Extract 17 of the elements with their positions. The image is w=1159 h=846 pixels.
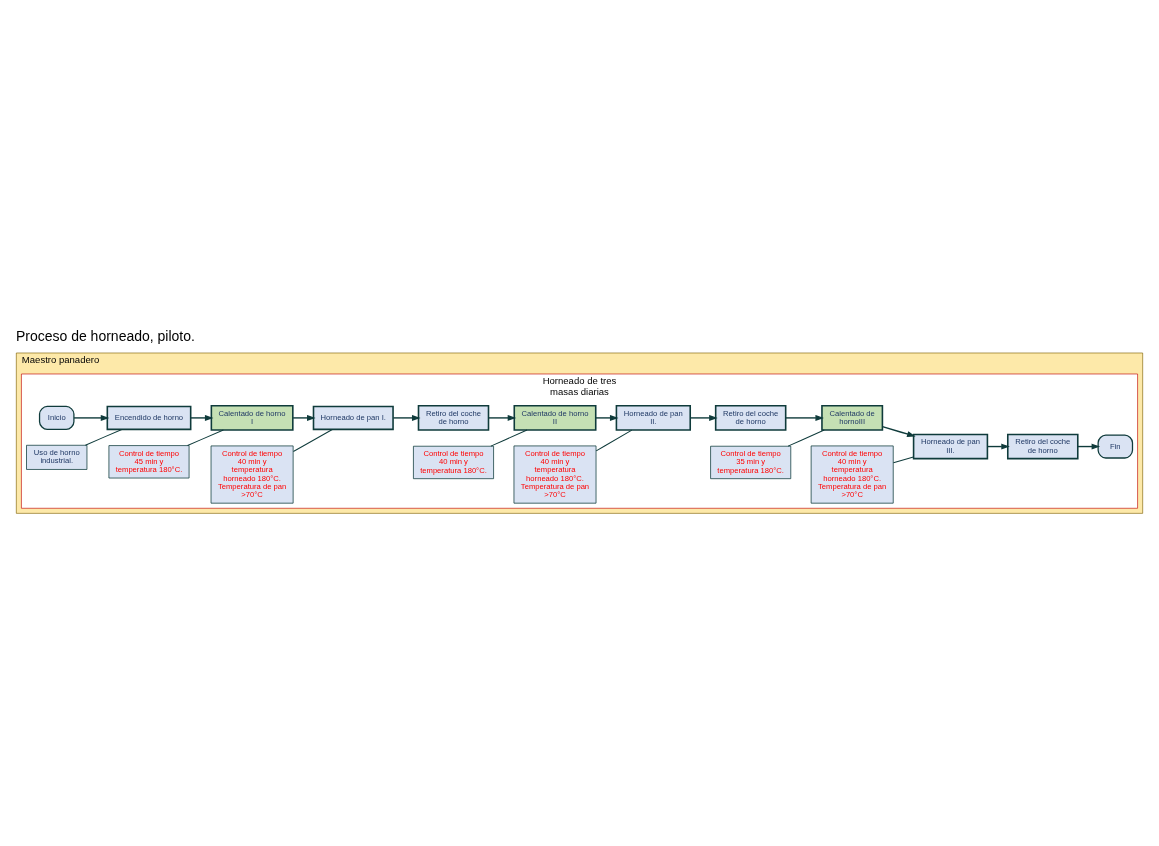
connector bbox=[84, 428, 123, 446]
arrow bbox=[392, 414, 421, 421]
arrow bbox=[595, 414, 619, 421]
connector bbox=[892, 456, 914, 464]
connector bbox=[595, 429, 633, 452]
connector bbox=[187, 429, 224, 446]
arrow bbox=[190, 414, 214, 421]
arrow bbox=[785, 414, 824, 421]
arrow bbox=[881, 425, 916, 437]
diagram-title: Proceso de horneado, piloto. bbox=[15, 328, 195, 345]
connector bbox=[490, 429, 528, 447]
arrow bbox=[292, 414, 316, 421]
arrow bbox=[487, 414, 517, 421]
arrow bbox=[73, 414, 110, 421]
connector bbox=[787, 429, 825, 447]
connector bbox=[292, 428, 333, 452]
arrow bbox=[689, 414, 718, 421]
